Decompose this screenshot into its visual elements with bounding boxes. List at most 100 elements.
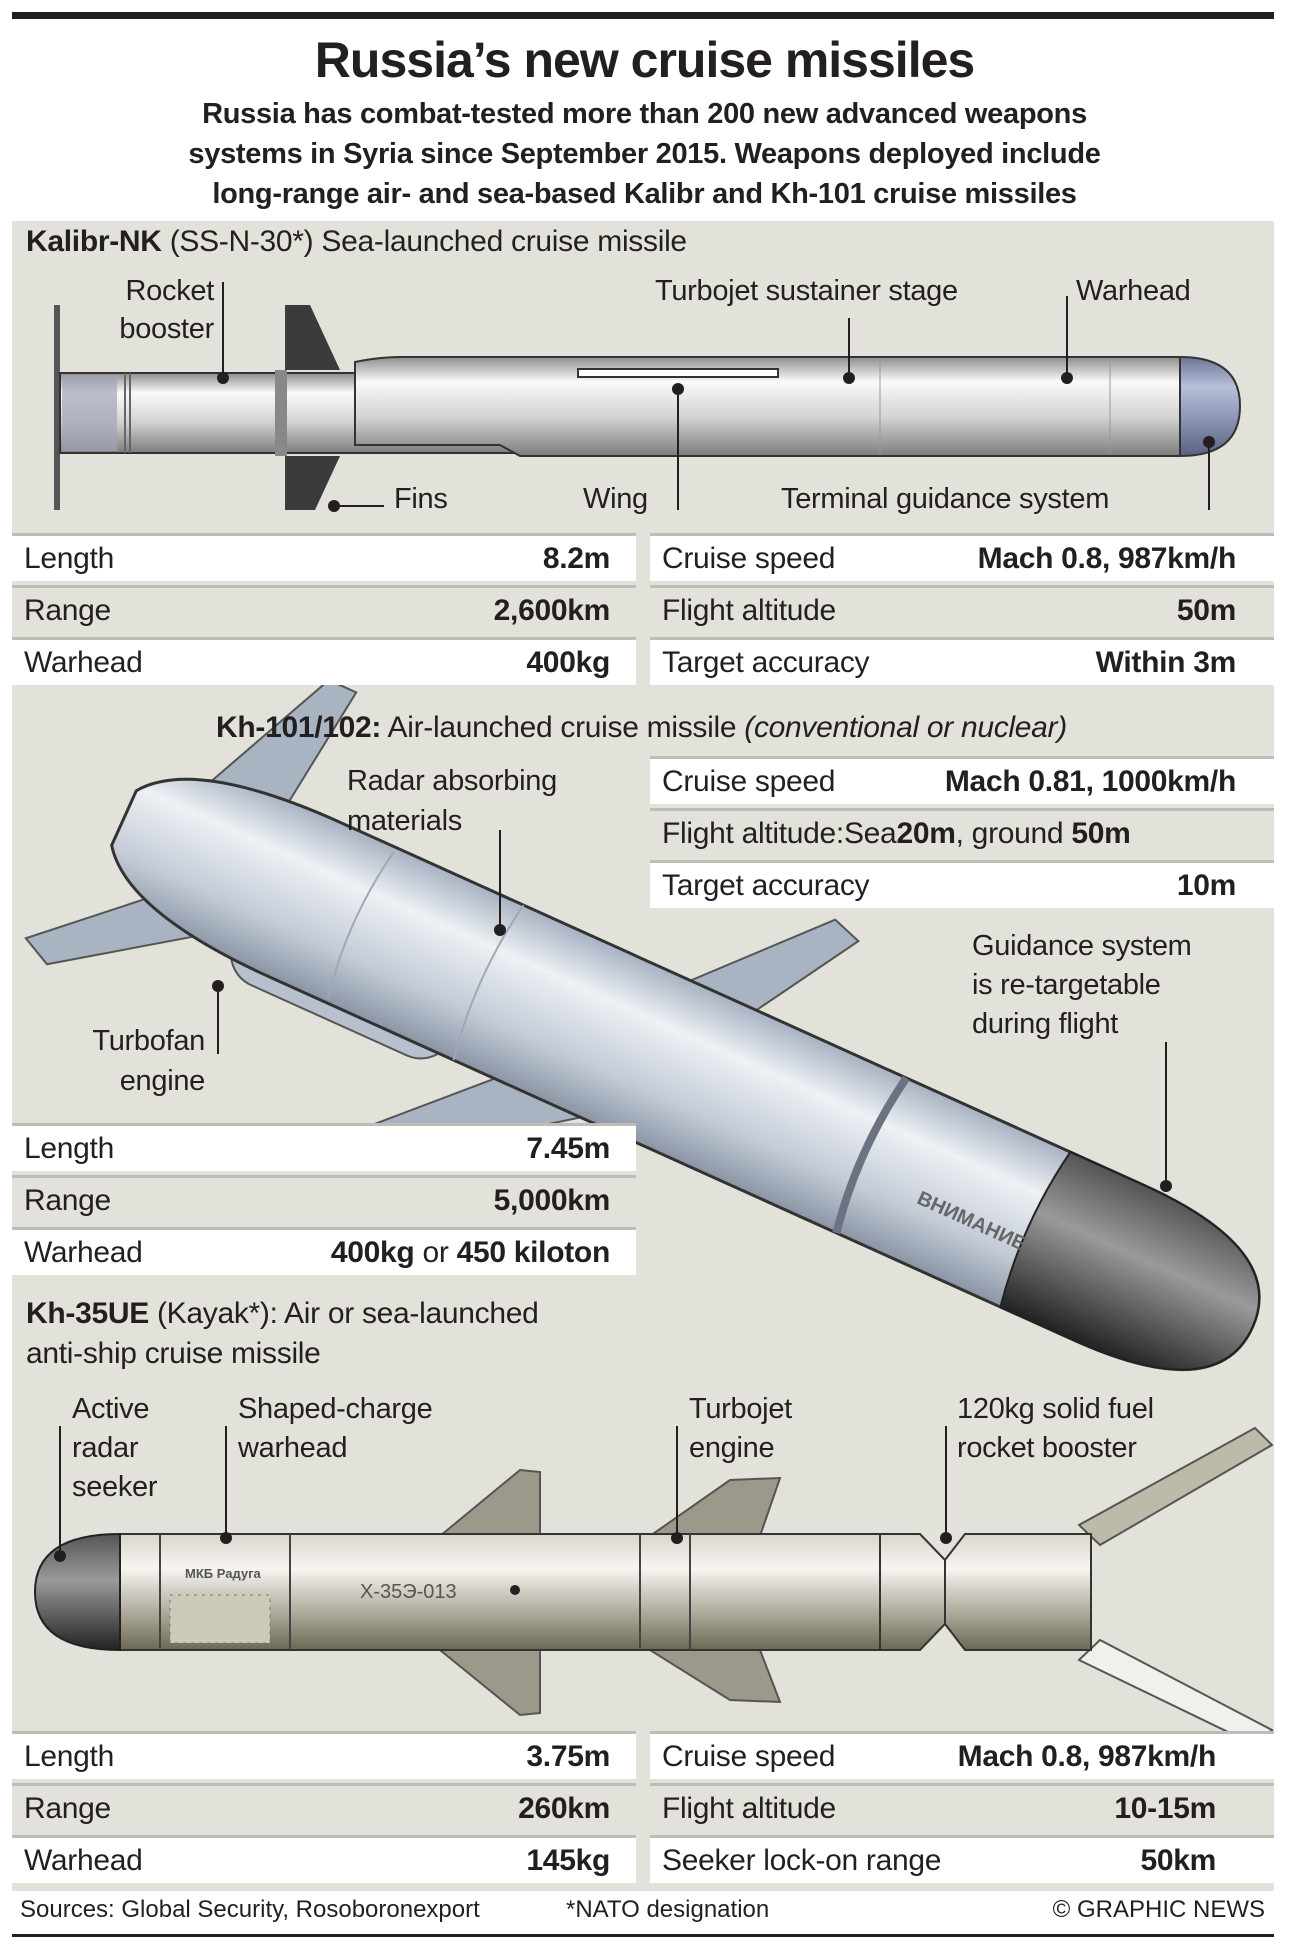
leader-line — [848, 318, 850, 378]
spec-value: 400kg — [330, 1235, 415, 1269]
kh101-spec-row: Range 5,000km — [12, 1175, 636, 1223]
bottom-rule — [12, 1934, 1274, 1937]
leader-line — [338, 505, 384, 507]
leader-dot — [1203, 436, 1215, 448]
kh101-designation: Air-launched cruise missile — [387, 711, 737, 744]
leader-dot — [220, 1532, 232, 1544]
kh35-spec-row: Cruise speed Mach 0.8, 987km/h — [650, 1731, 1274, 1779]
kh35-spec-row: Length 3.75m — [12, 1731, 636, 1779]
label-seeker-1: Active — [72, 1393, 150, 1425]
page-title: Russia’s new cruise missiles — [314, 32, 975, 88]
spec-label: Seeker lock-on range — [662, 1843, 942, 1877]
kh35-designation: (Kayak*): — [156, 1297, 278, 1330]
spec-label: Range — [24, 1791, 111, 1825]
sources-note: Sources: Global Security, Rosoboronexpor… — [20, 1896, 480, 1923]
kh35-spec-row: Seeker lock-on range 50km — [650, 1835, 1274, 1883]
spec-value: 2,600km — [493, 593, 611, 627]
kalibr-spec-row: Length 8.2m — [12, 533, 636, 581]
spec-label: Flight altitude — [662, 1791, 836, 1825]
label-fins: Fins — [394, 483, 448, 515]
spec-label: Length — [24, 1131, 114, 1165]
leader-dot — [672, 383, 684, 395]
label-booster-2: rocket booster — [957, 1432, 1137, 1464]
label-radar-absorbing-1: Radar absorbing — [347, 765, 557, 797]
leader-dot — [328, 500, 340, 512]
spec-value: Mach 0.8, 987km/h — [977, 541, 1237, 575]
spec-value: 145kg — [526, 1843, 610, 1877]
label-wing: Wing — [583, 483, 648, 515]
spec-label: Target accuracy — [662, 645, 870, 679]
label-seeker-3: seeker — [72, 1471, 158, 1503]
kalibr-designation: (SS-N-30*) Sea-launched cruise missile — [169, 225, 687, 258]
label-turbojet-engine-2: engine — [689, 1432, 775, 1464]
leader-dot — [217, 372, 229, 384]
nato-note: *NATO designation — [566, 1896, 770, 1923]
spec-value: 3.75m — [526, 1739, 610, 1773]
kalibr-spec-row: Warhead 400kg — [12, 637, 636, 685]
leader-dot — [54, 1550, 66, 1562]
kh101-heading: Kh-101/102: Air-launched cruise missile … — [216, 709, 1067, 747]
kh101-spec-row: Length 7.45m — [12, 1123, 636, 1171]
subtitle-line-3: long-range air- and sea-based Kalibr and… — [212, 178, 1077, 210]
spec-value: 50m — [1071, 816, 1131, 850]
spec-label: Length — [24, 1739, 114, 1773]
spec-label: Flight altitude:Sea — [662, 816, 897, 850]
kh35-heading: Kh-35UE (Kayak*): Air or sea-launched — [26, 1295, 539, 1333]
spec-label: Cruise speed — [662, 764, 836, 798]
label-shaped-charge-2: warhead — [238, 1432, 348, 1464]
kh101-name: Kh-101/102: — [216, 711, 382, 744]
kh35-name: Kh-35UE — [26, 1297, 149, 1330]
spec-value: 5,000km — [493, 1183, 611, 1217]
kh35-maker: МКБ Радуга — [185, 1566, 262, 1581]
label-warhead: Warhead — [1076, 275, 1191, 307]
kh101-spec-row: Cruise speed Mach 0.81, 1000km/h — [650, 756, 1274, 804]
spec-value: 400kg — [526, 645, 610, 679]
label-guidance-2: is re-targetable — [972, 969, 1161, 1001]
label-turbofan-2: engine — [119, 1065, 206, 1097]
spec-value: Mach 0.8, 987km/h — [957, 1739, 1217, 1773]
kh101-note: (conventional or nuclear) — [744, 711, 1067, 744]
label-booster-1: 120kg solid fuel — [957, 1393, 1154, 1425]
spec-label: Warhead — [24, 645, 143, 679]
label-turbojet-sustainer: Turbojet sustainer stage — [655, 275, 958, 307]
label-guidance-3: during flight — [972, 1008, 1119, 1040]
kalibr-spec-row: Range 2,600km — [12, 585, 636, 633]
spec-value: 7.45m — [526, 1131, 610, 1165]
kalibr-tail-plate — [54, 305, 60, 510]
spec-value: 450 kiloton — [456, 1235, 611, 1269]
spec-value: Mach 0.81, 1000km/h — [944, 764, 1236, 798]
kh35-spec-row: Range 260km — [12, 1783, 636, 1831]
label-terminal-guidance: Terminal guidance system — [781, 483, 1110, 515]
leader-dot — [940, 1532, 952, 1544]
spec-label: Length — [24, 541, 114, 575]
subtitle-line-1: Russia has combat-tested more than 200 n… — [202, 98, 1087, 130]
spec-label: Range — [24, 593, 111, 627]
leader-line — [677, 388, 679, 510]
spec-value: 260km — [518, 1791, 610, 1825]
credit: © GRAPHIC NEWS — [1052, 1896, 1265, 1923]
spec-value: 20m — [896, 816, 956, 850]
leader-line — [945, 1426, 947, 1538]
spec-label: Target accuracy — [662, 868, 870, 902]
spec-text: , ground — [955, 816, 1064, 850]
label-shaped-charge-1: Shaped-charge — [238, 1393, 433, 1425]
leader-line — [499, 830, 501, 930]
kalibr-name: Kalibr-NK — [26, 225, 162, 258]
spec-value: 50km — [1140, 1843, 1216, 1877]
leader-line — [217, 986, 219, 1054]
leader-dot — [212, 980, 224, 992]
label-turbofan-1: Turbofan — [92, 1025, 205, 1057]
spec-value: 8.2m — [542, 541, 610, 575]
label-rocket-booster-1: Rocket — [125, 275, 215, 307]
spec-label: Range — [24, 1183, 111, 1217]
leader-line — [222, 282, 224, 378]
spec-label: Cruise speed — [662, 1739, 836, 1773]
